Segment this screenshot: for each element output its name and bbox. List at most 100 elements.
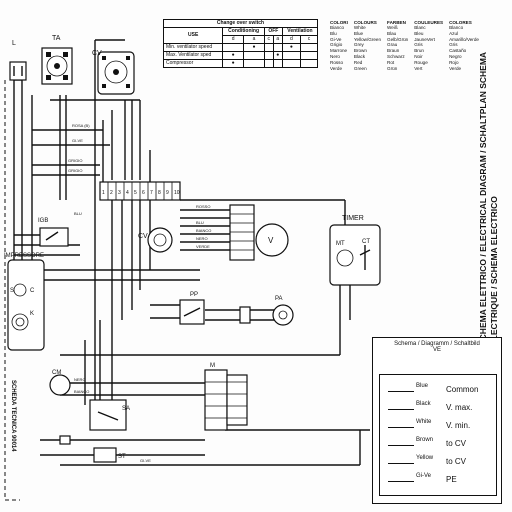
terminal-number: 5 [134, 190, 137, 196]
fan-capacitor: CV [138, 227, 173, 253]
wire-bundle [4, 39, 370, 501]
label-l: L [12, 40, 16, 47]
label-pp: PP [190, 292, 198, 298]
color-table-cell: Black [353, 53, 366, 59]
contact-open-cell [243, 59, 265, 68]
contact-open-cell [243, 51, 265, 60]
legend-wire-line [388, 409, 414, 410]
legend-title: Schema / Diagramm / Schaltbild [394, 341, 480, 347]
color-table-cell: Gelb/Grün [387, 36, 409, 42]
terminal-number: 7 [150, 190, 153, 196]
pressure-switch-sa: SA [89, 399, 130, 431]
color-table-cell: JauneVert [414, 36, 435, 42]
color-table-cell: Nero [330, 53, 340, 59]
legend-wire-meaning: PE [446, 475, 457, 484]
switch-igb: IGB [38, 218, 69, 247]
terminal-number: 8 [158, 190, 161, 196]
switch-sublabel: c [263, 35, 274, 44]
contact-open-cell [263, 51, 274, 60]
wire-label-bianco-2: BIANCO [74, 389, 89, 394]
label-s: S [10, 288, 14, 294]
contact-closed-dot: ● [272, 51, 283, 60]
thermostat-ta: TA [41, 35, 73, 85]
contact-open-cell [300, 59, 318, 68]
wire-label-verde: VERDE [196, 244, 210, 249]
color-table-cell: Verde [449, 65, 462, 71]
fan-connector [229, 204, 255, 261]
terminal-number: 2 [110, 190, 113, 196]
fuse [59, 435, 71, 445]
color-table-cell: Bianco [330, 25, 345, 30]
label-cv-capacitor: CV [138, 233, 148, 240]
color-table-cell: Green [353, 65, 367, 71]
terminal-number: 6 [142, 190, 145, 196]
compressor: IMPRESSORE S C K [4, 253, 45, 351]
contact-closed-dot: ● [243, 43, 265, 52]
terminal-number: 4 [126, 190, 129, 196]
color-table-cell: Red [353, 59, 363, 65]
contact-open-cell [272, 59, 283, 68]
legend-subtitle: VE [432, 347, 441, 353]
wire-label-rosa: ROSA (B) [72, 123, 90, 128]
color-table-cell: Grün [387, 65, 398, 71]
legend-item: Brown to CV [380, 437, 496, 451]
color-table-header-cell: COLORES [449, 20, 472, 25]
terminal-number: 9 [166, 190, 169, 196]
legend-item: Black V. max. [380, 401, 496, 415]
contact-closed-dot: ● [281, 43, 302, 52]
legend-wire-line [388, 391, 414, 392]
change-over-switch-table: Change over switch USE Conditioning OFF … [162, 19, 319, 68]
legend-wire-color: Yellow [416, 455, 434, 461]
contact-closed-dot: ● [222, 51, 245, 60]
wire-label-nero-2: NERO [74, 377, 86, 382]
color-table-cell: Rojo [449, 59, 459, 65]
color-table-header-cell: FARBEN [387, 20, 406, 25]
color-table-cell: Weiß [387, 25, 398, 30]
terminal-number: 1 [102, 190, 105, 196]
legend-wire-meaning: Common [446, 385, 479, 394]
color-table-cell: Negro [449, 53, 462, 59]
switch-table-row: Compressor● [162, 59, 318, 68]
color-table-cell: Gi-Ve [330, 36, 342, 42]
wire-label-blu-2: BLU [196, 220, 204, 225]
terminal-number: 10 [174, 190, 180, 196]
compressor-title: IMPRESSORE [4, 253, 44, 259]
color-table-cell: Grau [387, 42, 398, 48]
switch-row-label: Max. Ventilator sped [162, 51, 224, 60]
color-table-cell: Bleu [414, 30, 424, 36]
color-table-cell: Rosso [330, 59, 344, 65]
label-cm: CM [52, 370, 61, 376]
legend-wire-meaning: V. max. [446, 403, 473, 412]
color-table-cell: White [353, 25, 366, 30]
label-k: K [30, 311, 34, 317]
switch-table-title: Change over switch [163, 19, 318, 28]
switch-sublabel: d [281, 35, 302, 44]
color-table-cell: Braun [387, 48, 400, 54]
color-table-cell: Grey [353, 42, 364, 48]
legend-wire-color: Brown [416, 437, 434, 443]
fan-motor-v: V [255, 223, 289, 257]
switch-sublabel: d [222, 35, 245, 44]
contact-open-cell [263, 59, 274, 68]
color-table-cell: Brun [414, 48, 424, 54]
color-table-cell: Azul [449, 30, 459, 36]
legend-wire-color: Blue [416, 383, 429, 389]
legend-wire-color: Black [416, 401, 431, 407]
terminal-block-m: M [204, 363, 248, 431]
label-mt: MT [336, 241, 345, 247]
switch-table-use-header: USE [162, 27, 224, 44]
switch-col-off: OFF [263, 27, 283, 36]
contact-open-cell [281, 59, 302, 68]
color-table-cell: Gris [414, 42, 423, 48]
legend-wire-meaning: to CV [446, 439, 467, 448]
wire-label-gi-ve: GI-VE [72, 138, 83, 143]
